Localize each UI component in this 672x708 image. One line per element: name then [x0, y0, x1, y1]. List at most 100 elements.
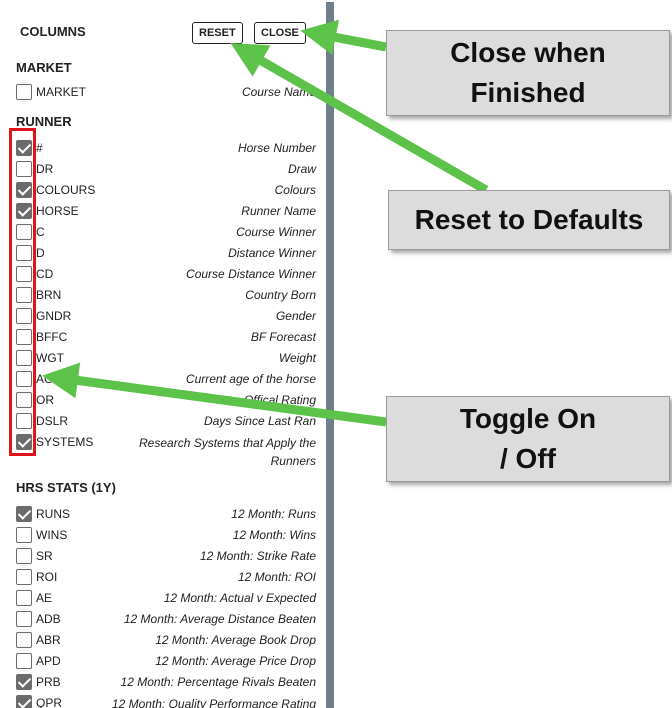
- callout-toggle: Toggle On / Off: [386, 396, 670, 482]
- column-code: WINS: [36, 528, 68, 542]
- column-checkbox[interactable]: [16, 84, 32, 100]
- column-code: GNDR: [36, 309, 72, 323]
- column-description: Colours: [274, 183, 316, 197]
- column-code: APD: [36, 654, 61, 668]
- column-code: BRN: [36, 288, 62, 302]
- column-row-horse[interactable]: HORSE Runner Name: [14, 201, 316, 222]
- column-code: ROI: [36, 570, 58, 584]
- column-row-ae[interactable]: AE 12 Month: Actual v Expected: [14, 588, 316, 609]
- columns-panel: COLUMNS RESET CLOSE MARKET MARKET Course N…: [4, 2, 334, 708]
- column-description: Draw: [287, 162, 316, 176]
- column-checkbox[interactable]: [16, 371, 32, 387]
- column-checkbox[interactable]: [16, 161, 32, 177]
- column-row-bffc[interactable]: BFFC BF Forecast: [14, 327, 316, 348]
- column-checkbox[interactable]: [16, 203, 32, 219]
- column-checkbox[interactable]: [16, 224, 32, 240]
- column-code: RUNS: [36, 507, 71, 521]
- column-description: Days Since Last Ran: [203, 414, 316, 428]
- column-code: COLOURS: [36, 183, 96, 197]
- column-checkbox[interactable]: [16, 308, 32, 324]
- column-checkbox[interactable]: [16, 266, 32, 282]
- column-description: 12 Month: Average Book Drop: [155, 633, 316, 647]
- section-title: RUNNER: [16, 114, 72, 129]
- column-checkbox[interactable]: [16, 329, 32, 345]
- column-code: AE: [36, 591, 53, 605]
- column-checkbox[interactable]: [16, 182, 32, 198]
- column-checkbox[interactable]: [16, 140, 32, 156]
- column-checkbox[interactable]: [16, 569, 32, 585]
- column-row-d[interactable]: D Distance Winner: [14, 243, 316, 264]
- column-row-adb[interactable]: ADB 12 Month: Average Distance Beaten: [14, 609, 316, 630]
- column-checkbox[interactable]: [16, 611, 32, 627]
- column-row-[interactable]: #Horse Number: [14, 138, 316, 159]
- column-code: C: [36, 225, 45, 239]
- panel-title: COLUMNS: [20, 24, 86, 39]
- arrow-to-close: [300, 19, 387, 56]
- column-description: Weight: [278, 351, 316, 365]
- column-row-wins[interactable]: WINS 12 Month: Wins: [14, 525, 316, 546]
- column-code: QPR: [36, 696, 63, 708]
- column-checkbox[interactable]: [16, 527, 32, 543]
- column-code: SYSTEMS: [36, 435, 94, 449]
- column-checkbox[interactable]: [16, 590, 32, 606]
- column-code: DR: [36, 162, 54, 176]
- callout-toggle-text: Toggle On / Off: [459, 403, 597, 474]
- reset-button[interactable]: RESET: [192, 22, 243, 44]
- column-checkbox[interactable]: [16, 506, 32, 522]
- column-code: MARKET: [36, 85, 87, 99]
- column-description: 12 Month: Actual v Expected: [163, 591, 316, 605]
- column-row-abr[interactable]: ABR 12 Month: Average Book Drop: [14, 630, 316, 651]
- column-checkbox[interactable]: [16, 653, 32, 669]
- column-row-colours[interactable]: COLOURS Colours: [14, 180, 316, 201]
- column-description: Runner Name: [241, 204, 316, 218]
- column-description: 12 Month: Strike Rate: [199, 549, 316, 563]
- callout-close-text: Close when Finished: [450, 37, 606, 108]
- column-code: BFFC: [36, 330, 68, 344]
- column-description: 12 Month: Runs: [231, 507, 316, 521]
- column-code: HORSE: [36, 204, 79, 218]
- column-code: D: [36, 246, 45, 260]
- column-code: CD: [36, 267, 54, 281]
- column-row-roi[interactable]: ROI 12 Month: ROI: [14, 567, 316, 588]
- section-title: MARKET: [16, 60, 72, 75]
- column-checkbox[interactable]: [16, 548, 32, 564]
- column-code: ADB: [36, 612, 61, 626]
- close-button[interactable]: CLOSE: [254, 22, 306, 44]
- column-row-sr[interactable]: SR 12 Month: Strike Rate: [14, 546, 316, 567]
- column-row-dr[interactable]: DR Draw: [14, 159, 316, 180]
- section-title: HRS STATS (1Y): [16, 480, 116, 495]
- column-description: Distance Winner: [228, 246, 316, 260]
- column-description: Current age of the horse: [185, 372, 316, 386]
- column-checkbox[interactable]: [16, 287, 32, 303]
- column-row-runs[interactable]: RUNS 12 Month: Runs: [14, 504, 316, 525]
- column-checkbox[interactable]: [16, 434, 32, 450]
- column-checkbox[interactable]: [16, 392, 32, 408]
- column-checkbox[interactable]: [16, 413, 32, 429]
- column-code: ABR: [36, 633, 61, 647]
- column-description: 12 Month: ROI: [237, 570, 316, 584]
- column-code: PRB: [36, 675, 61, 689]
- column-row-market[interactable]: MARKET Course Name: [14, 82, 316, 103]
- column-code: SR: [36, 549, 53, 563]
- column-description: BF Forecast: [250, 330, 316, 344]
- arrow-to-reset: [230, 43, 489, 194]
- column-checkbox[interactable]: [16, 695, 32, 708]
- column-description: 12 Month: Wins: [232, 528, 316, 542]
- column-checkbox[interactable]: [16, 674, 32, 690]
- column-checkbox[interactable]: [16, 350, 32, 366]
- column-checkbox[interactable]: [16, 632, 32, 648]
- column-description: 12 Month: Average Distance Beaten: [123, 612, 316, 626]
- column-checkbox[interactable]: [16, 245, 32, 261]
- column-description: Course Name: [241, 85, 316, 99]
